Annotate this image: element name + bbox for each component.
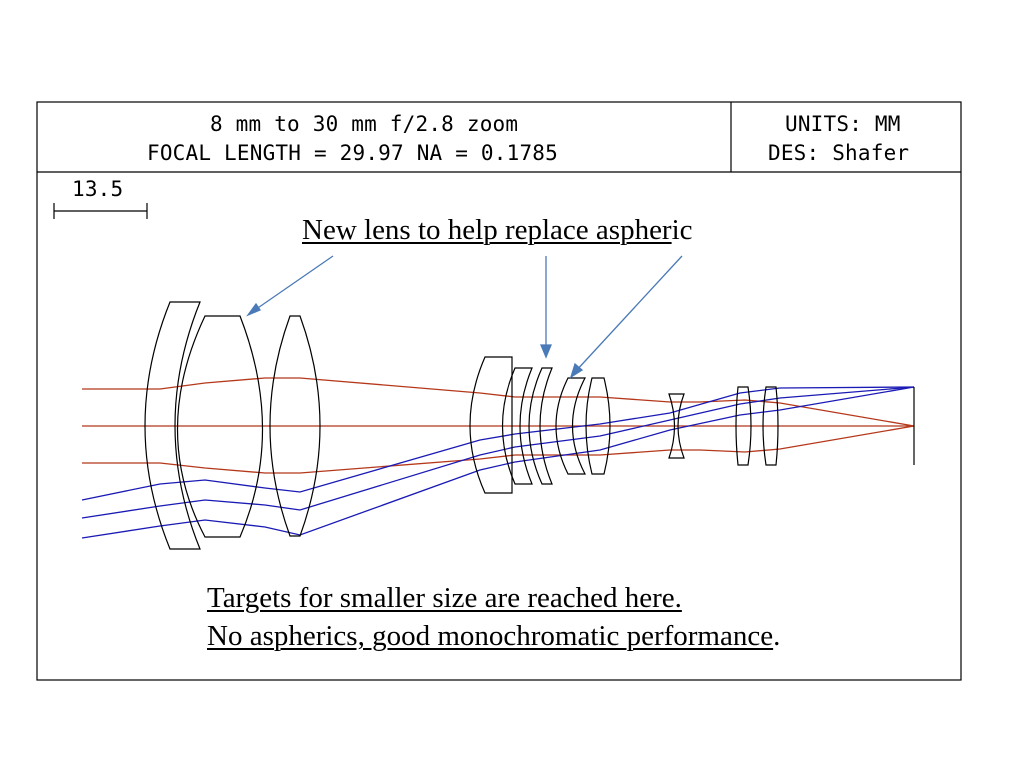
lens-mid-2 [501,367,533,485]
top-annotation-underlined: New lens to help replace aspher [302,214,672,246]
bottom-annotation-line-2-underlined: No aspherics, good monochromatic perform… [207,620,774,652]
lens-mid-3 [528,367,553,485]
scale-bar [53,203,148,219]
bottom-annotation-line-2-tail: . [773,620,781,652]
axial-ray-lower [82,425,915,474]
designer-label: DES: Shafer [768,141,910,165]
title-line-1: 8 mm to 30 mm f/2.8 zoom [210,112,519,136]
top-annotation-tail: ic [671,214,693,246]
arrow-to-front-lens [251,255,334,313]
scale-bar-label: 13.5 [72,177,124,201]
top-annotation: New lens to help replace aspheric [302,214,693,247]
lens-mid-1 [469,356,513,494]
axial-ray-upper [82,377,915,427]
lens-front-3 [269,315,321,537]
lens-mid-4 [555,377,586,475]
arrow-to-mid-doublet [574,255,683,373]
field-ray-upper [81,386,915,501]
bottom-annotation-line-2: No aspherics, good monochromatic perform… [207,620,780,653]
title-line-2: FOCAL LENGTH = 29.97 NA = 0.1785 [147,141,558,165]
lens-front-2 [176,315,264,538]
lens-rear-2 [735,386,752,466]
bottom-annotation-line-1: Targets for smaller size are reached her… [207,582,682,614]
field-rays [81,386,915,539]
lens-mid-5 [585,377,611,475]
lens-front-1 [144,301,201,550]
lens-elements [144,301,915,550]
drawing-frame [36,101,962,681]
field-ray-chief [81,386,915,519]
axial-rays [82,377,915,474]
lens-rear-1 [668,393,685,459]
lens-rear-3 [762,386,779,466]
units-label: UNITS: MM [785,112,901,136]
field-ray-lower [81,386,915,539]
annotation-arrows [246,255,683,379]
